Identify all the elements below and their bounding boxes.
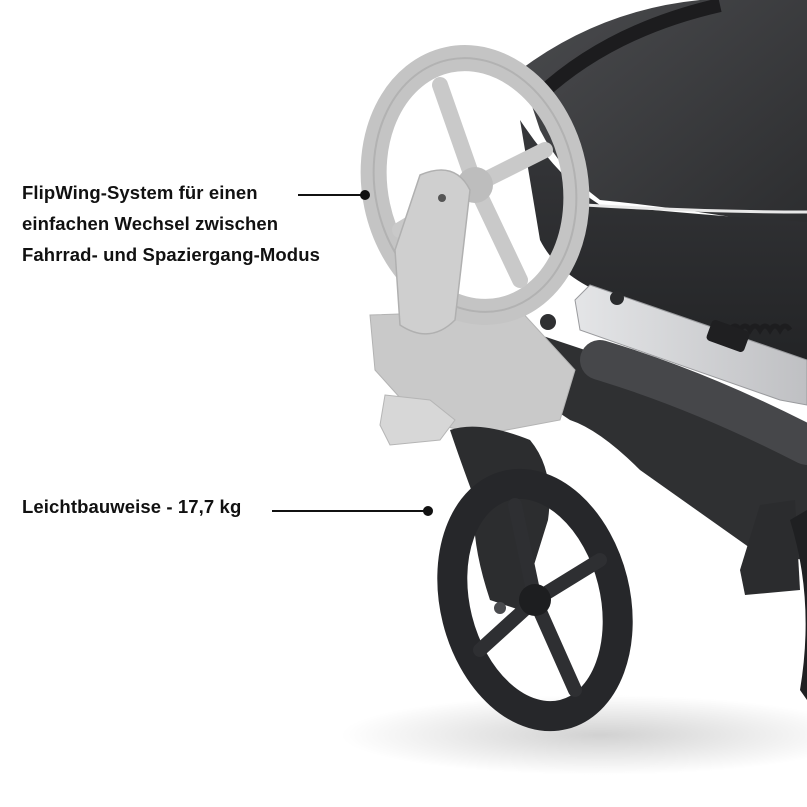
leader-dot-weight <box>423 506 433 516</box>
fork-screw <box>494 602 506 614</box>
flipwing-arm <box>394 169 471 335</box>
callout-flipwing: FlipWing-System für einen einfachen Wech… <box>22 177 320 270</box>
flipwing-latch <box>379 394 456 446</box>
frame-tube <box>580 340 807 465</box>
rail-bolt <box>610 291 624 305</box>
silver-rail <box>574 284 807 406</box>
ground-shadow <box>340 695 807 775</box>
hinge-bolt <box>540 314 556 330</box>
arm-screw <box>438 194 446 202</box>
callout-weight: Leichtbauweise - 17,7 kg <box>22 491 241 522</box>
parking-foot <box>740 500 800 595</box>
cable-clip <box>706 319 750 353</box>
leader-dot-flipwing <box>360 190 370 200</box>
rear-wheel-edge <box>790 510 807 700</box>
callout-flipwing-line-2: einfachen Wechsel zwischen <box>22 213 279 234</box>
callout-weight-text: Leichtbauweise - 17,7 kg <box>22 496 242 517</box>
callout-flipwing-line-1: FlipWing-System für einen <box>22 182 258 203</box>
callout-flipwing-line-3: Fahrrad- und Spaziergang-Modus <box>22 244 320 265</box>
reflective-trim <box>584 203 807 214</box>
main-frame <box>540 335 807 560</box>
canopy-window-trim <box>535 0 722 101</box>
front-wheel <box>437 468 633 732</box>
trailer-body <box>520 120 807 360</box>
